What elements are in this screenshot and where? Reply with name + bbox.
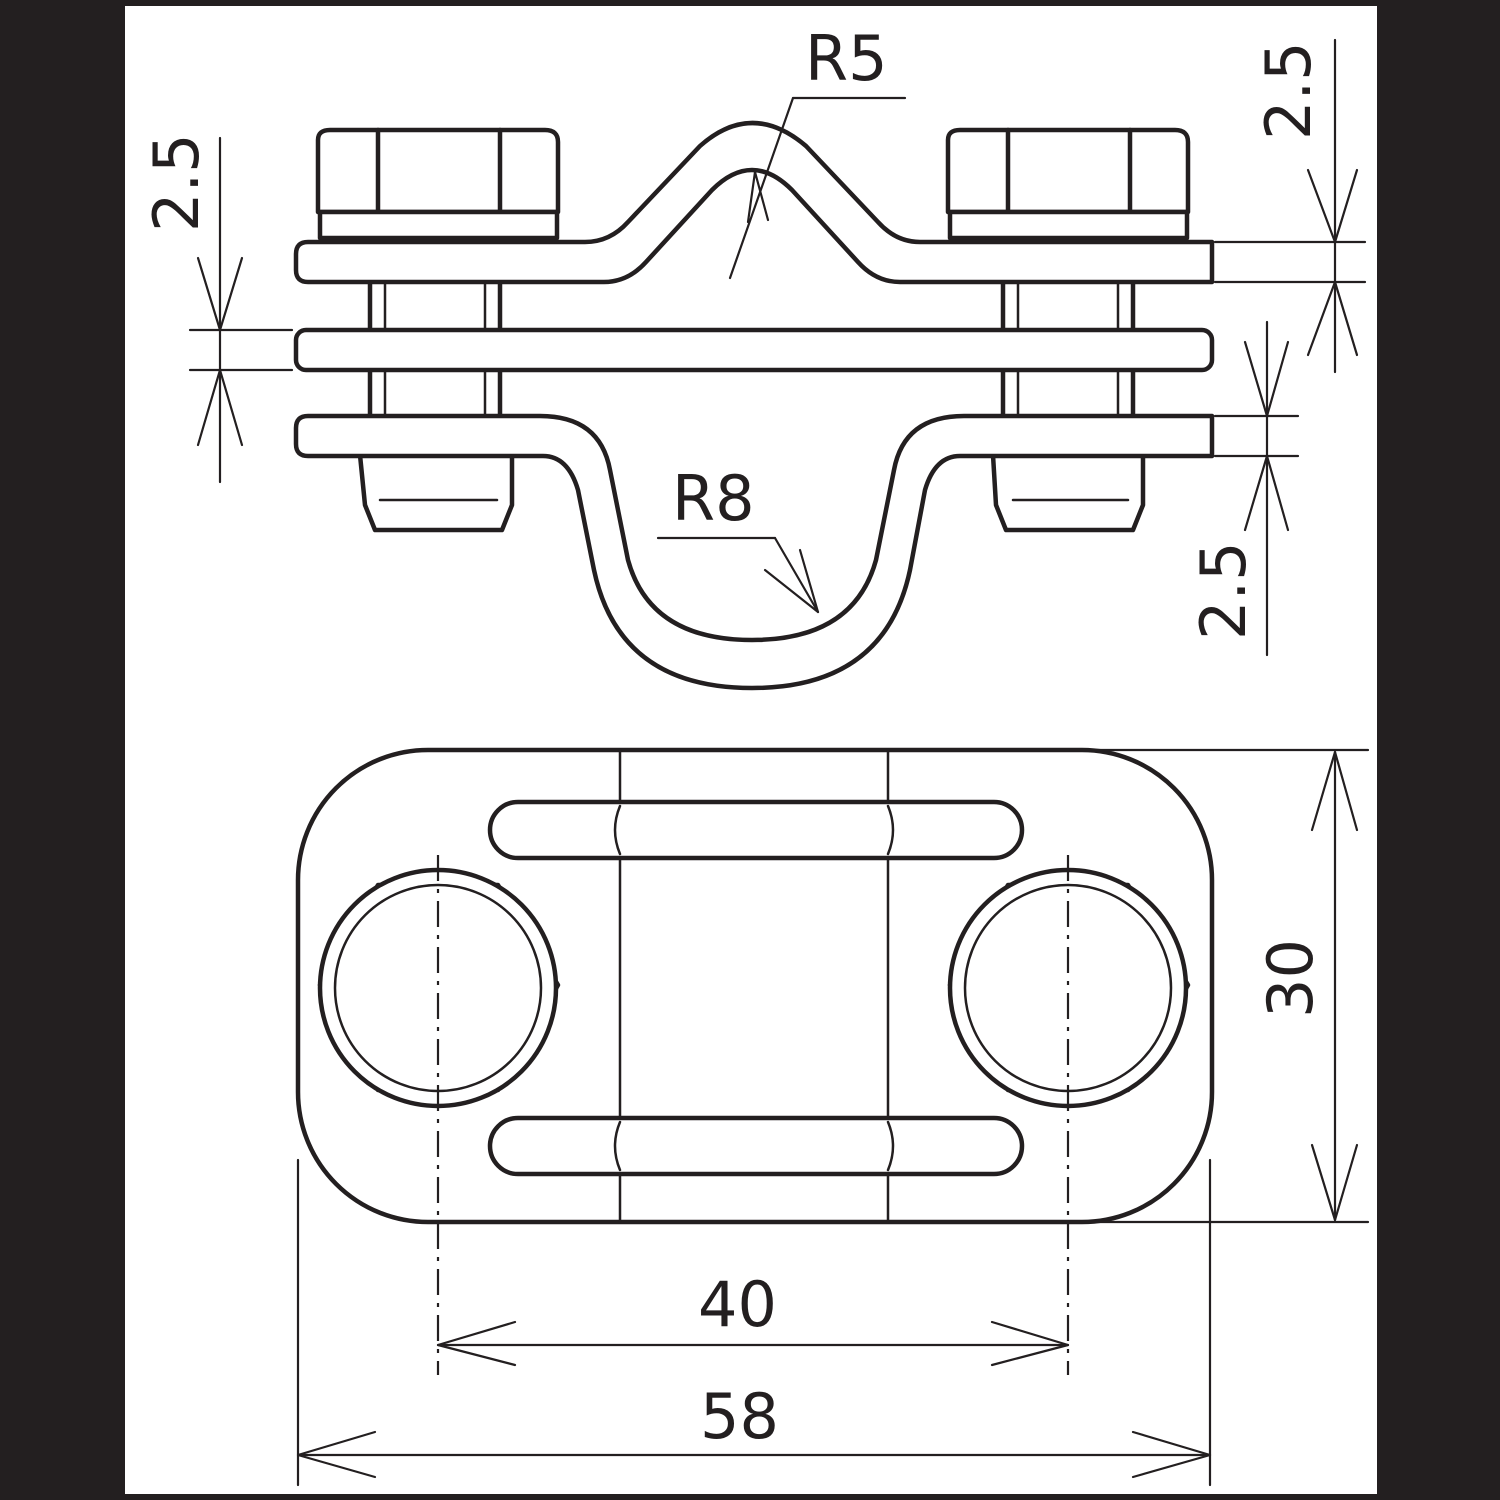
frame-left-edge: [0, 0, 122, 1500]
frame-right-edge: [1380, 0, 1500, 1500]
base-plate-outline: [295, 747, 1215, 1225]
right-hex-nut: [945, 127, 1191, 241]
radius-r8-label: R8: [672, 462, 755, 535]
right-bolt-head: [947, 867, 1191, 1109]
left-bolt-head: [317, 867, 561, 1109]
top-clamp-plate: [293, 120, 1215, 285]
middle-plate: [293, 327, 1215, 373]
left-bottom-nut: [357, 452, 515, 533]
left-hex-nut: [315, 127, 561, 241]
thickness-middle-label: 2.5: [140, 133, 213, 232]
right-bottom-nut: [990, 452, 1146, 533]
thickness-bottom-label: 2.5: [1187, 541, 1260, 640]
overall-width-label: 58: [700, 1380, 779, 1453]
lower-slot: [487, 1115, 1025, 1177]
radius-r5-label: R5: [805, 22, 888, 95]
height-dimension-label: 30: [1254, 939, 1327, 1018]
hole-spacing-label: 40: [698, 1268, 777, 1341]
thickness-top-label: 2.5: [1252, 41, 1325, 140]
side-view: R5 R8 2.5 2.5 2.5: [140, 22, 1367, 691]
top-view: 30 40 58: [295, 747, 1370, 1487]
frame-border: [119, 0, 1383, 1500]
upper-slot: [487, 799, 1025, 861]
bottom-clamp-plate: [293, 413, 1215, 691]
